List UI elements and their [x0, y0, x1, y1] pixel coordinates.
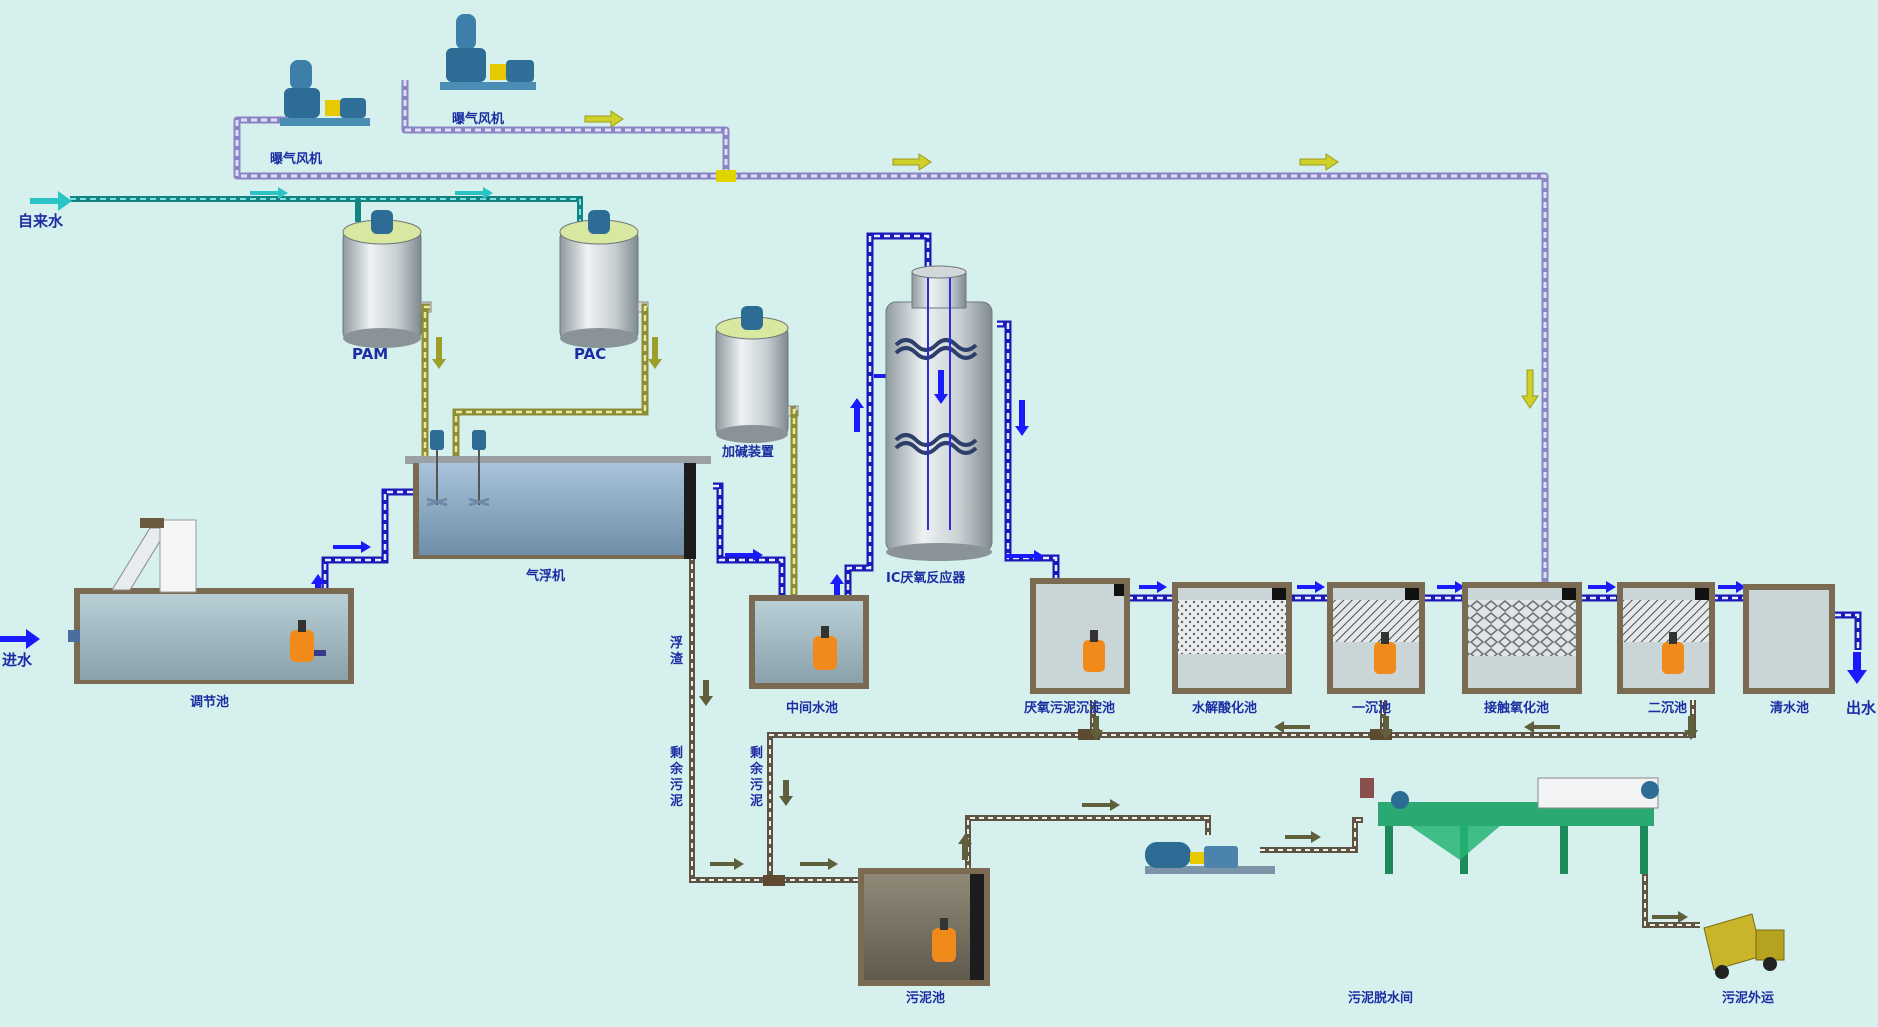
label-excess-sludge-2: 剩余污泥	[750, 746, 764, 809]
pam-dosing-tank	[342, 210, 432, 348]
labels: 自来水 进水 出水 曝气风机 曝气风机 PAM PAC 加碱装置 气浮机 调节池…	[2, 111, 1877, 1006]
inlet-arrow	[0, 629, 40, 649]
label-air-flotation: 气浮机	[526, 568, 565, 584]
hydrolysis-tank	[1172, 582, 1292, 694]
clear-water-tank	[1743, 584, 1835, 694]
air-tee-fitting	[716, 170, 736, 182]
label-alkali: 加碱装置	[721, 444, 774, 460]
air-flow-arrows	[584, 110, 1539, 409]
submersible-pump	[290, 620, 326, 662]
label-regulating-tank: 调节池	[190, 694, 229, 710]
label-sludge-out: 污泥外运	[1722, 990, 1774, 1006]
flowmeter	[1360, 778, 1374, 798]
sludge-tank	[858, 868, 990, 986]
label-secondary-settling: 二沉池	[1648, 700, 1687, 716]
inlet-valve	[68, 630, 80, 642]
label-scum: 浮渣	[670, 636, 684, 667]
anaerobic-settling-tank	[1030, 578, 1130, 694]
contact-oxidation-tank	[1462, 582, 1582, 694]
sludge-truck	[1703, 913, 1785, 979]
label-middle-tank: 中间水池	[786, 700, 838, 716]
ic-reactor	[885, 265, 993, 561]
label-inlet: 进水	[2, 651, 33, 669]
label-sludge-tank: 污泥池	[906, 990, 945, 1006]
chemical-pipes	[421, 303, 798, 600]
belt-filter-press	[1360, 777, 1659, 874]
label-hydrolysis: 水解酸化池	[1192, 700, 1257, 716]
middle-tank	[749, 595, 869, 689]
regulating-tank	[68, 518, 354, 684]
label-blower-2: 曝气风机	[452, 111, 504, 127]
secondary-settling-tank	[1617, 582, 1715, 694]
label-pam: PAM	[352, 345, 388, 363]
alkali-dosing-tank	[715, 306, 799, 443]
primary-settling-tank	[1327, 582, 1425, 694]
label-primary-settling: 一沉池	[1352, 700, 1391, 716]
sludge-screw-pump	[1145, 842, 1275, 874]
label-blower-1: 曝气风机	[270, 151, 322, 167]
label-dewatering-room: 污泥脱水间	[1348, 990, 1413, 1006]
sludge-flow-arrows	[699, 680, 1698, 923]
label-tap-water: 自来水	[18, 212, 64, 230]
label-clear-water: 清水池	[1770, 700, 1809, 716]
tap-inlet-arrow	[30, 191, 72, 211]
label-outlet: 出水	[1846, 699, 1877, 717]
blower-2	[440, 14, 536, 90]
label-anaerobic-settling: 厌氧污泥沉淀池	[1024, 700, 1115, 716]
label-pac: PAC	[574, 345, 606, 363]
label-ic-reactor: IC厌氧反应器	[886, 570, 966, 586]
screen-machine	[111, 518, 197, 593]
label-contact-oxidation: 接触氧化池	[1484, 700, 1549, 716]
air-pipe-network	[233, 80, 1549, 600]
air-flotation-unit	[405, 430, 711, 559]
pac-dosing-tank	[559, 210, 649, 348]
label-excess-sludge-1: 剩余污泥	[670, 746, 684, 809]
blower-1	[280, 60, 370, 126]
tap-water-pipe	[30, 187, 583, 222]
